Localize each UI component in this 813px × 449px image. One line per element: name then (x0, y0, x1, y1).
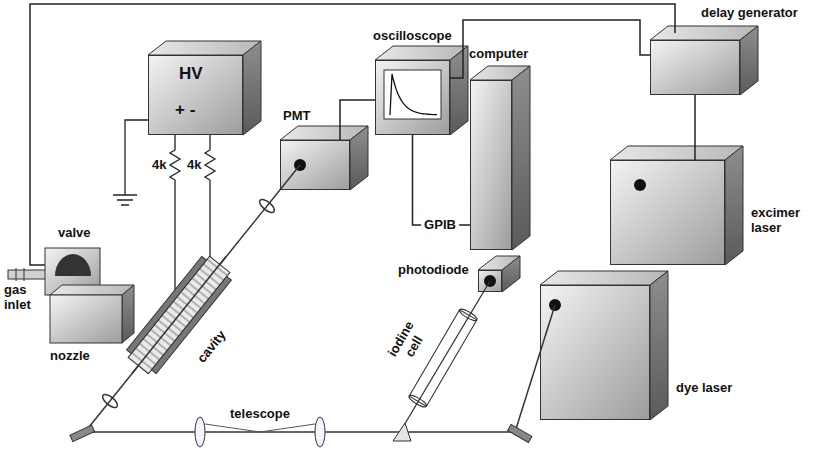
part-label: valve (58, 226, 91, 241)
part-label: cavity (195, 328, 230, 366)
resistor-wire (205, 135, 215, 266)
ground-symbol (117, 199, 133, 201)
tube-fitting (16, 268, 17, 281)
ground-symbol (113, 194, 137, 196)
trigger-wire (30, 4, 675, 265)
cavity-body (128, 256, 230, 374)
box-front-face (375, 60, 450, 135)
nozzle-side (122, 285, 134, 343)
box-faces (148, 26, 758, 420)
box-heading: delay generator (701, 6, 798, 21)
computer-box: computer (470, 80, 512, 250)
box-top-face (610, 146, 743, 160)
laser-beam (515, 305, 555, 432)
decay-trace (390, 74, 437, 115)
box-side-face (725, 146, 743, 265)
cell-body (409, 310, 477, 406)
telescope-lens (195, 417, 205, 447)
box-side-face (512, 66, 530, 250)
box-front-face (650, 40, 740, 95)
mirror (508, 424, 532, 442)
box-heading: excimer laser (751, 206, 809, 236)
box-heading: dye laser (676, 381, 732, 396)
delay-generator-box: delay generator (650, 40, 740, 95)
box-front-face (148, 55, 243, 135)
beam-splitter (393, 423, 411, 441)
photodiode-box: photodiode (478, 270, 502, 292)
box-front-face (540, 285, 650, 420)
box-front-face (470, 80, 512, 250)
laser-beam (85, 431, 515, 433)
oscilloscope-box: oscilloscope (375, 60, 450, 135)
box-side-face (740, 26, 758, 95)
box-text: + - (175, 100, 195, 120)
mirror (70, 425, 95, 441)
valve-face (55, 254, 91, 276)
electrode (152, 276, 232, 373)
scope-screen (384, 70, 441, 119)
box-top-face (650, 26, 758, 40)
part-label: gas inlet (4, 283, 44, 313)
probe-beam (85, 165, 300, 432)
excimer-laser-box: excimer laser (610, 160, 725, 265)
discharge-cavity (117, 245, 241, 386)
box-side-face (450, 46, 468, 135)
part-label: iodine cell (383, 314, 434, 372)
box-front-face (610, 160, 725, 265)
box-heading: computer (469, 47, 528, 62)
ground-symbol (121, 204, 129, 206)
power-supply: HV + - (148, 55, 243, 135)
cable (340, 100, 375, 140)
part-label: telescope (230, 407, 290, 422)
pmt-box: PMT (280, 140, 350, 190)
box-heading: oscilloscope (373, 29, 452, 44)
ground-wire (125, 120, 148, 195)
cable (694, 95, 696, 160)
telescope-ray (260, 424, 315, 432)
box-text: HV (179, 64, 203, 84)
electrode (127, 256, 207, 353)
gas-tube (8, 270, 46, 279)
box-side-face (650, 271, 668, 420)
box-side-face (350, 126, 368, 190)
aperture-ring (100, 392, 119, 410)
box-heading: photodiode (398, 263, 469, 278)
resistor-wire (170, 135, 180, 292)
box-heading: PMT (283, 109, 310, 124)
optical-port (634, 179, 646, 191)
dye-laser-box: dye laser (540, 285, 650, 420)
box-front-face (280, 140, 350, 190)
box-side-face (502, 256, 520, 292)
tube-fitting (24, 268, 25, 281)
cable-label: GPIB (421, 218, 459, 233)
resistor-value: 4k (187, 158, 201, 173)
resistor-value: 4k (152, 158, 166, 173)
part-label: nozzle (50, 349, 90, 364)
telescope-lens (315, 417, 325, 447)
nozzle-block (50, 295, 122, 343)
telescope-ray (205, 424, 260, 432)
nozzle-top (50, 285, 134, 295)
box-side-face (243, 41, 261, 135)
cell-window (408, 394, 428, 409)
cable (413, 135, 471, 225)
box-top-face (148, 41, 261, 55)
aperture-ring (257, 197, 276, 215)
iodine-cell (408, 307, 479, 409)
cable (450, 20, 650, 78)
cell-window (458, 307, 478, 322)
box-top-face (540, 271, 668, 285)
